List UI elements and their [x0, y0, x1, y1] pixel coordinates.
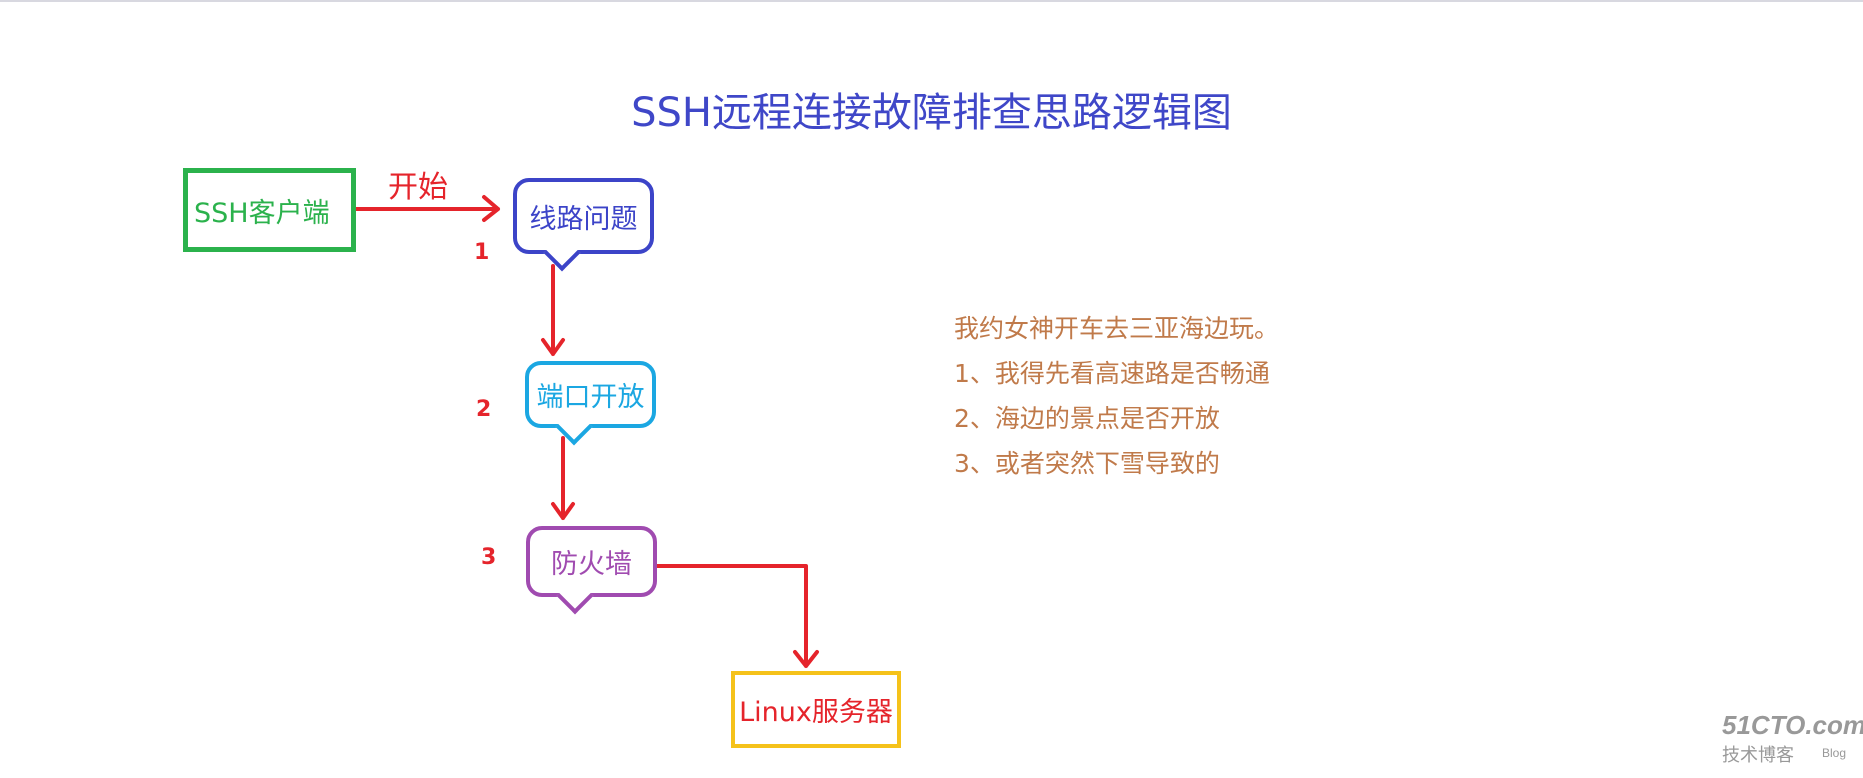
step-number-1: 1 [474, 240, 490, 265]
watermark: 51CTO.com 技术博客 [1722, 710, 1863, 767]
note-line: 2、海边的景点是否开放 [954, 404, 1220, 433]
diagram-title: SSH远程连接故障排查思路逻辑图 [631, 90, 1232, 136]
watermark-line1: 51CTO.com [1722, 710, 1863, 740]
top-border [0, 0, 1863, 2]
arrow-port-to-firewall [551, 436, 575, 520]
arrow-line-to-port [541, 264, 565, 356]
node-port-open: 端口开放 [525, 361, 656, 428]
note-line: 我约女神开车去三亚海边玩。 [954, 314, 1280, 343]
watermark-line2: 技术博客 [1722, 745, 1794, 765]
step-number-2: 2 [476, 397, 492, 422]
start-label: 开始 [388, 170, 448, 205]
note-line: 3、或者突然下雪导致的 [954, 449, 1220, 478]
node-linux-server: Linux服务器 [731, 671, 901, 748]
node-line-problem: 线路问题 [513, 178, 654, 254]
arrow-firewall-to-server [655, 564, 819, 668]
arrow-client-to-line [354, 195, 500, 222]
notes-block: 我约女神开车去三亚海边玩。 1、我得先看高速路是否畅通 2、海边的景点是否开放 … [954, 306, 1279, 486]
node-ssh-client: SSH客户端 [183, 168, 356, 252]
node-firewall: 防火墙 [526, 526, 657, 597]
watermark-line3: Blog [1822, 746, 1847, 760]
step-number-3: 3 [481, 545, 497, 570]
note-line: 1、我得先看高速路是否畅通 [954, 359, 1270, 388]
